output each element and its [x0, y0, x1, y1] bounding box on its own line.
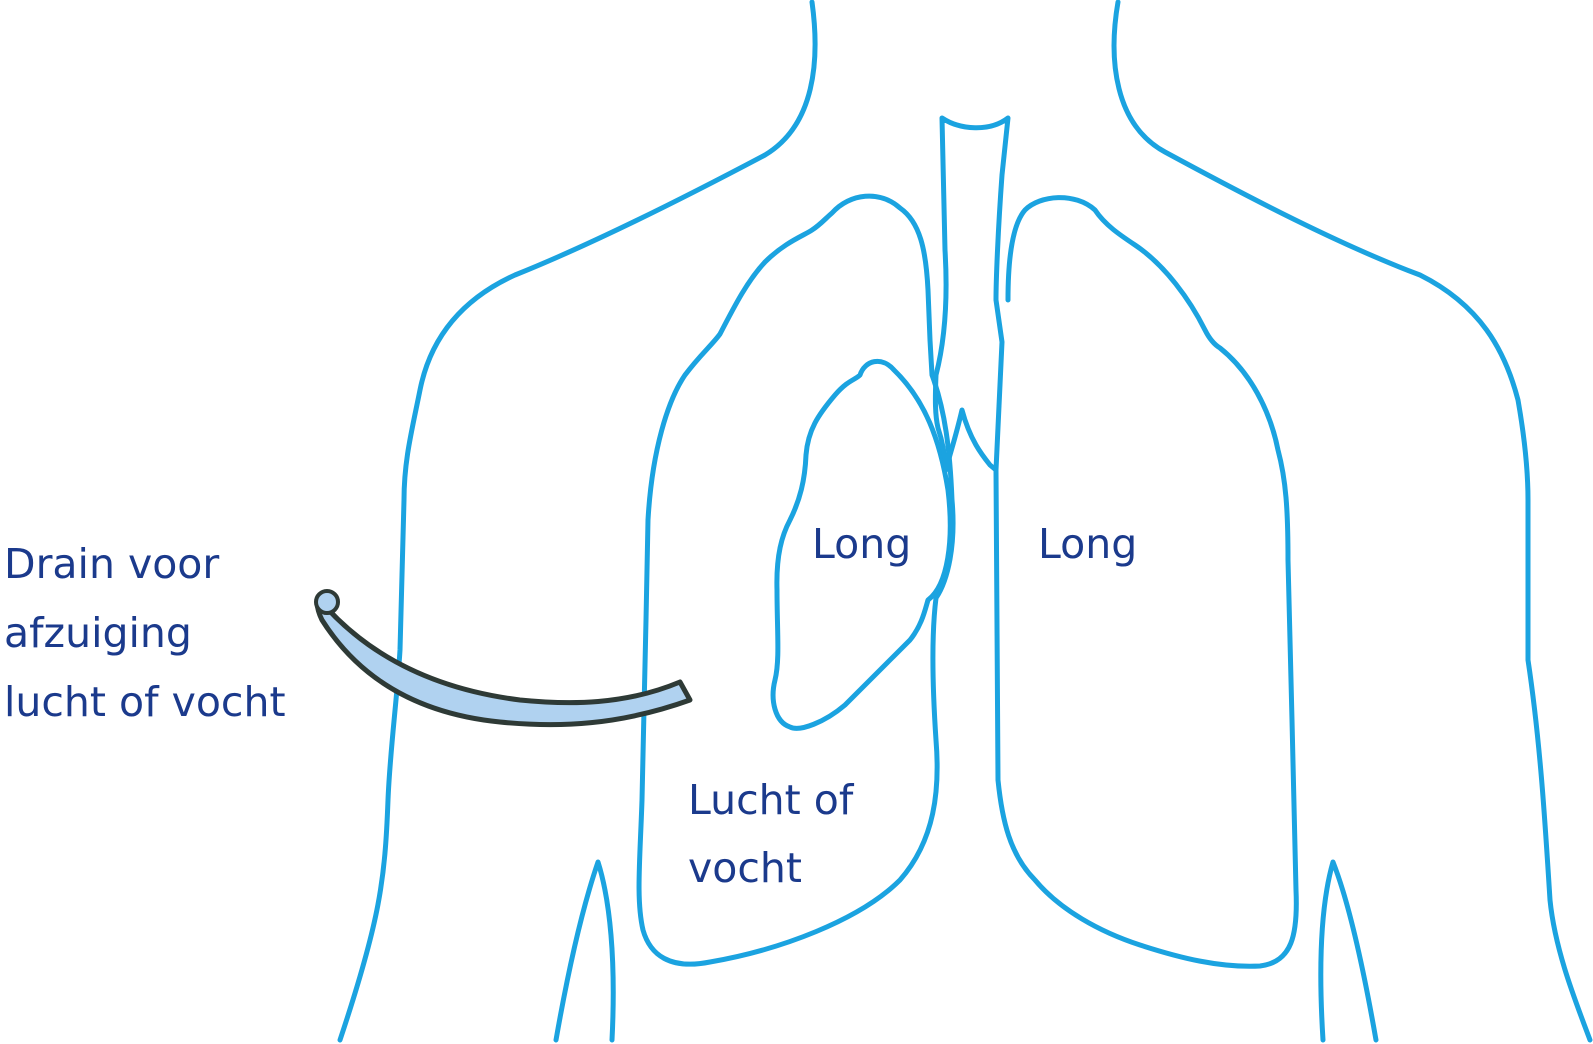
drain-label-line3: lucht of vocht: [4, 678, 286, 726]
fluid-label-line1: Lucht of: [688, 776, 855, 824]
lung-label-right: Long: [1038, 520, 1137, 568]
trachea-outline: [932, 115, 1011, 473]
fluid-region: [636, 193, 956, 967]
left-arm-outline: [553, 859, 616, 1043]
drain-tube-opening: [314, 589, 340, 615]
fluid-label-line2: vocht: [688, 844, 802, 892]
collapsed-lung: [770, 358, 953, 731]
lung-label-left: Long: [812, 520, 911, 568]
right-lung-outline: [993, 195, 1299, 969]
right-arm-outline: [1318, 859, 1379, 1043]
drain-tube: [314, 595, 693, 728]
drain-label-line2: afzuiging: [4, 609, 192, 657]
torso-right-outline: [1111, 0, 1593, 1043]
drain-label-line1: Drain voor: [4, 540, 219, 588]
torso-left-outline: [337, 0, 818, 1043]
